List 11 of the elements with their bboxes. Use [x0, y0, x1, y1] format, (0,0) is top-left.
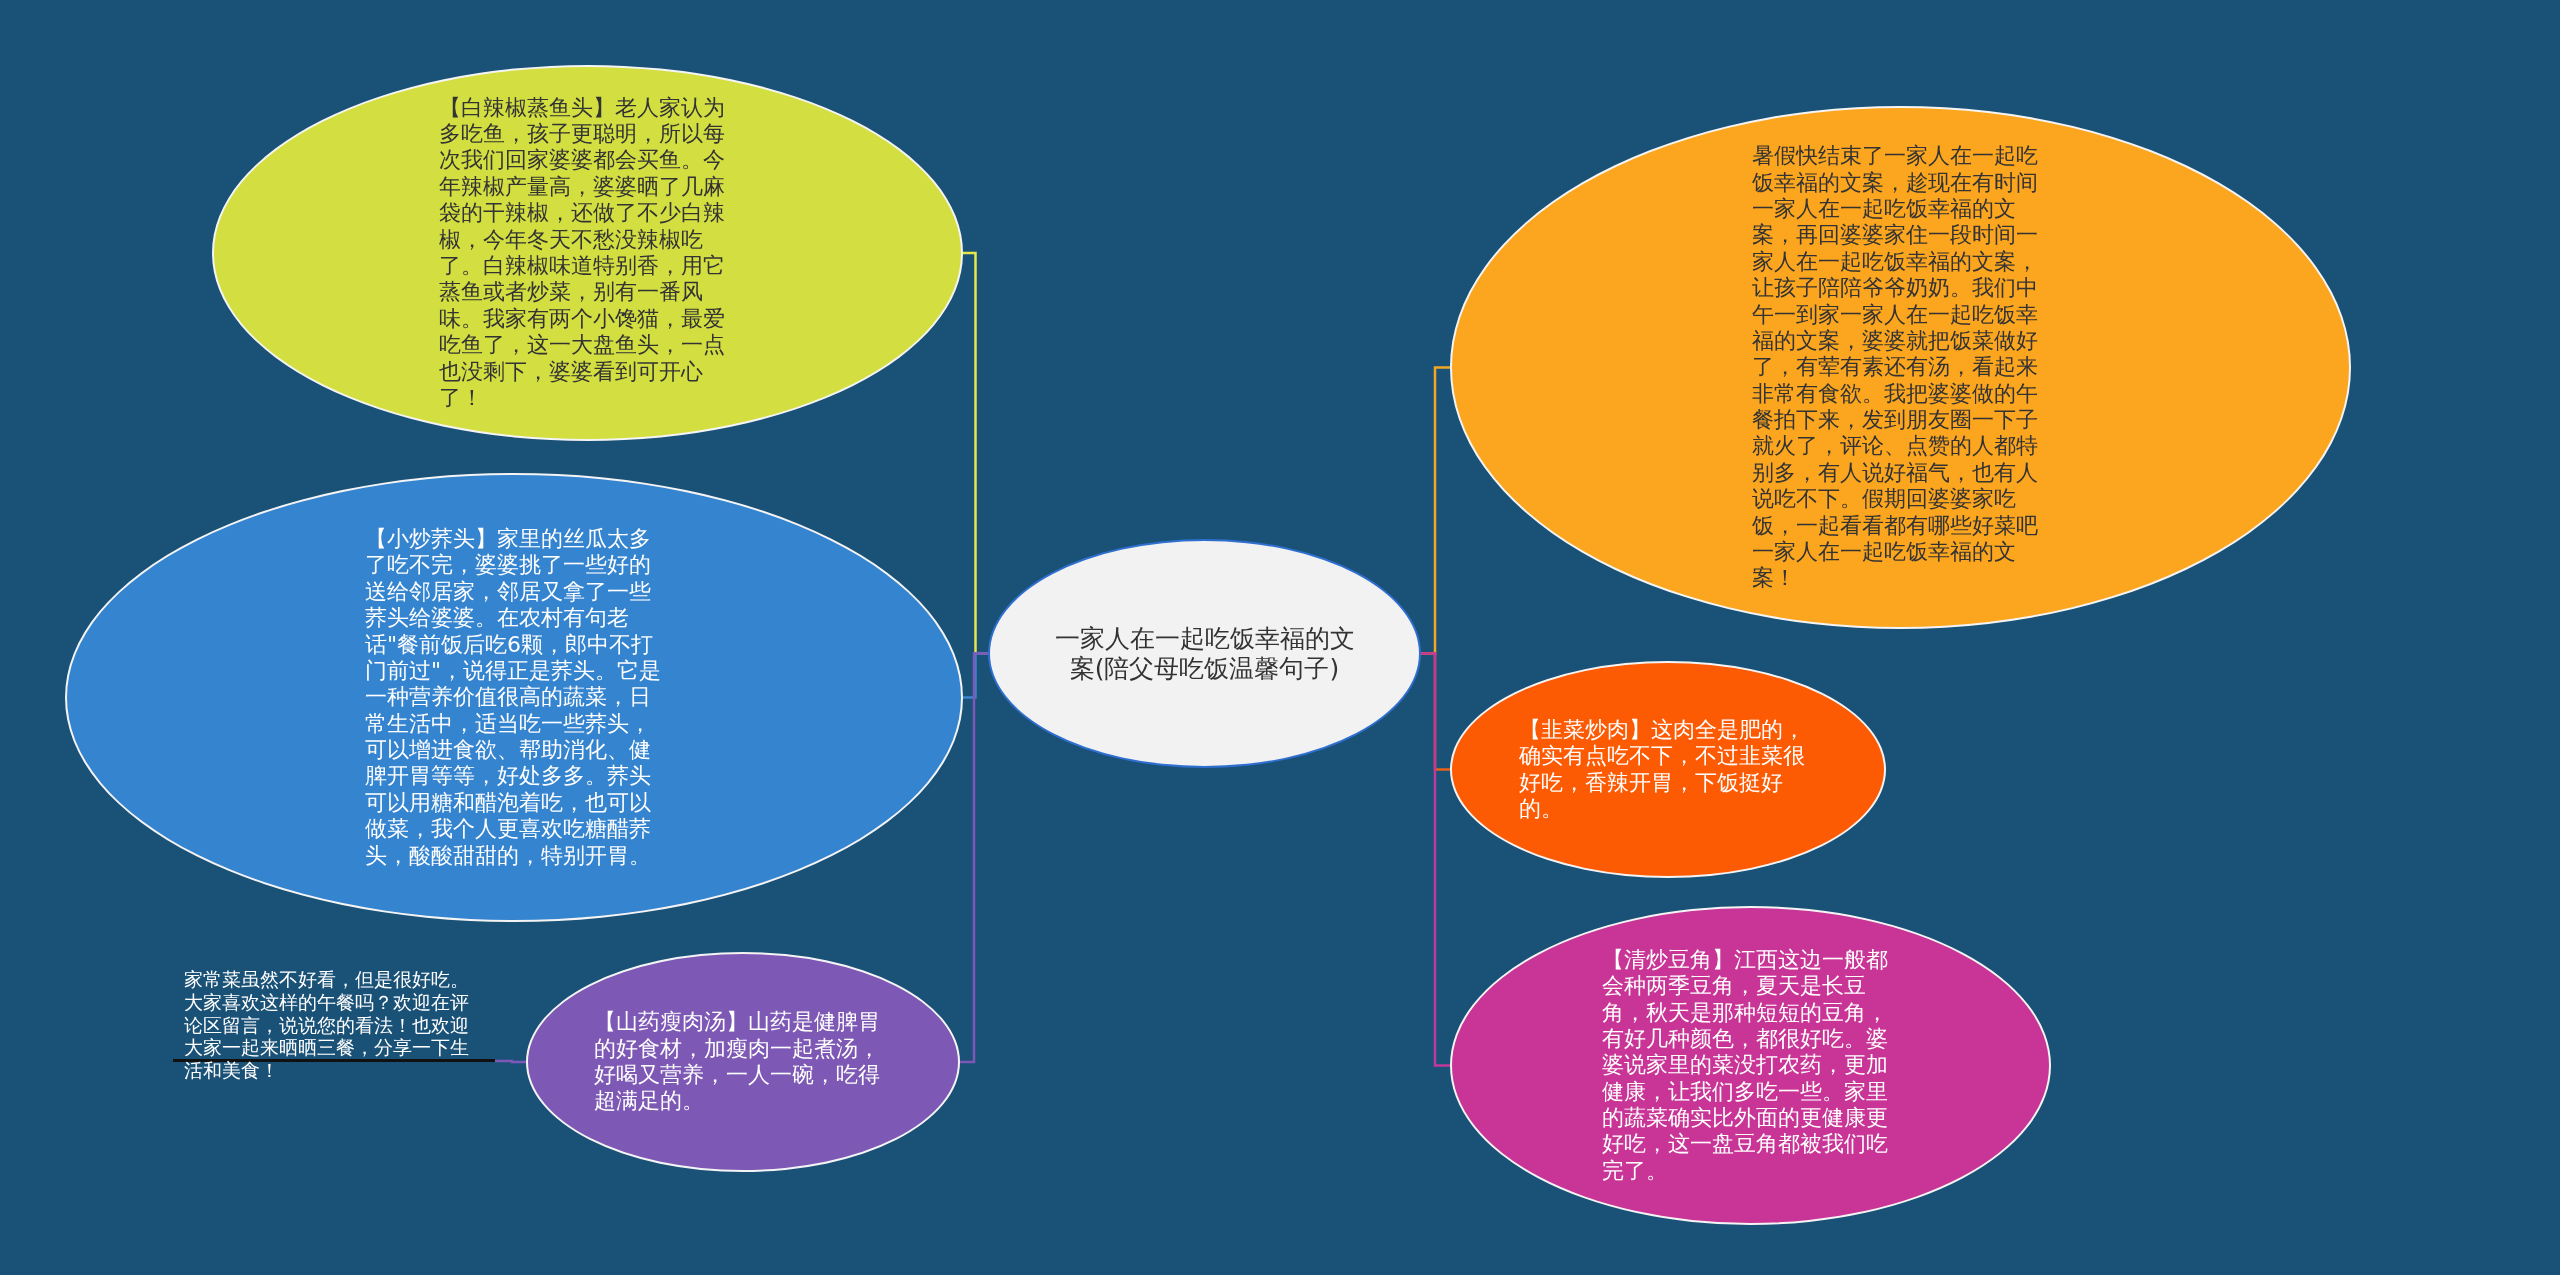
topic-text: 一家人在一起吃饭幸福的文案(陪父母吃饭温馨句子) — [1053, 623, 1356, 684]
topic-text: 【韭菜炒肉】这肉全是肥的，确实有点吃不下，不过韭菜很好吃，香辣开胃，下饭挺好的。 — [1519, 716, 1806, 823]
topic-text: 【清炒豆角】江西这边一般都会种两季豆角，夏天是长豆角，秋天是那种短短的豆角，有好几种颜色，都很好吃。婆婆说家里的菜没打农药，更加健康，让我们多吃一些。家里的蔬菜确实比外面的更健康更好吃，这一盘豆角都被我们吃完了。 — [1601, 946, 1889, 1185]
topic-text: 暑假快结束了一家人在一起吃饭幸福的文案，趁现在有时间一家人在一起吃饭幸福的文案，再回婆婆家住一段时间一家人在一起吃饭幸福的文案，让孩子陪陪爷爷奶奶。我们中午一到家一家人在一起吃饭幸福的文案，婆婆就把饭菜做好了，有荤有素还有汤，看起来非常有食欲。我把婆婆做的午餐拍下来，发到朋友圈一下子就火了，评论、点赞的人都特别多，有人说好福气，也有人说吃不下。假期回婆婆家吃饭，一起看看都有哪些好菜吧一家人在一起吃饭幸福的文案！ — [1751, 143, 2039, 592]
connector-line — [495, 1059, 526, 1064]
note-text: 家常菜虽然不好看，但是很好吃。大家喜欢这样的午餐吗？欢迎在评论区留言，说说您的看法！也欢迎大家一起来晒晒三餐，分享一下生活和美食！ — [184, 968, 470, 1082]
connector-line — [960, 652, 988, 1064]
topic-text: 【白辣椒蒸鱼头】老人家认为多吃鱼，孩子更聪明，所以每次我们回家婆婆都会买鱼。今年辣椒产量高，婆婆晒了几麻袋的干辣椒，还做了不少白辣椒，今年冬天不愁没辣椒吃了。白辣椒味道特别香，用它蒸鱼或者炒菜，别有一番风味。我家有两个小馋猫，最爱吃鱼了，这一大盘鱼头，一点也没剩下，婆婆看到可开心了！ — [438, 94, 726, 412]
connector-line — [1421, 652, 1450, 1067]
topic-text: 【小炒荞头】家里的丝瓜太多了吃不完，婆婆挑了一些好的送给邻居家，邻居又拿了一些荞头给婆婆。在农村有句老话"餐前饭后吃6颗，郎中不打门前过"，说得正是荞头。它是一种营养价值很高的蔬菜，日常生活中，适当吃一些荞头，可以增进食欲、帮助消化、健脾开胃等等，好处多多。荞头可以用糖和醋泡着吃，也可以做菜，我个人更喜欢吃糖醋荞头，酸酸甜甜的，特别开胃。 — [365, 525, 663, 870]
topic-text: 【山药瘦肉汤】山药是健脾胃的好食材，加瘦肉一起煮汤，好喝又营养，一人一碗，吃得超满足的。 — [594, 1009, 881, 1115]
